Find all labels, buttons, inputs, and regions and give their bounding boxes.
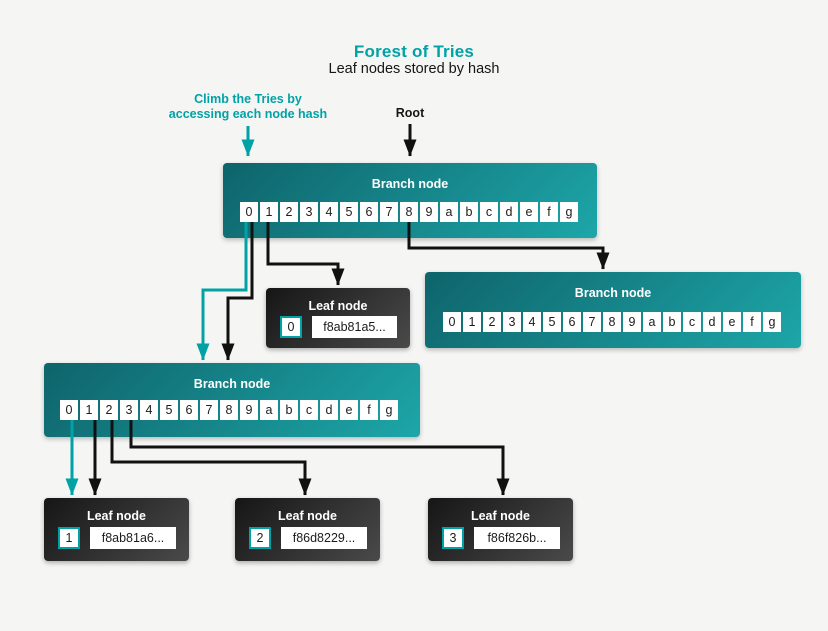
hex-digit-cell: c (480, 202, 498, 222)
hex-digit-cell: 7 (583, 312, 601, 332)
hex-digit-cell: 1 (80, 400, 98, 420)
hex-digit-cell: c (300, 400, 318, 420)
hex-digit-cell: 3 (300, 202, 318, 222)
root-annotation: Root (395, 106, 425, 120)
hex-digit-cell: 9 (623, 312, 641, 332)
hex-digit-cell: 0 (60, 400, 78, 420)
connector-rootcell0-to-left-branch (221, 222, 254, 361)
hex-digit-cell: 3 (120, 400, 138, 420)
leaf-content-row: 0 f8ab81a5... (280, 316, 397, 338)
hex-digit-cell: 9 (420, 202, 438, 222)
hex-digit-cell: 4 (320, 202, 338, 222)
leaf-index-cell: 2 (249, 527, 271, 549)
leaf-hash-value: f8ab81a6... (90, 527, 176, 549)
hex-digit-cell: 4 (140, 400, 158, 420)
diagram-subtitle: Leaf nodes stored by hash (328, 61, 500, 77)
leaf-index-cell: 0 (280, 316, 302, 338)
hex-digit-cell: 7 (200, 400, 218, 420)
branch-node-label: Branch node (574, 286, 652, 300)
hex-digit-cell: a (260, 400, 278, 420)
hex-digit-cell: 1 (463, 312, 481, 332)
hex-digit-cell: f (540, 202, 558, 222)
hex-digit-cell: d (703, 312, 721, 332)
hex-digit-cell: a (440, 202, 458, 222)
leaf-content-row: 3 f86f826b... (442, 527, 560, 549)
leaf-content-row: 2 f86d8229... (249, 527, 367, 549)
hex-digit-cell: c (683, 312, 701, 332)
leaf-node-label: Leaf node (308, 299, 368, 313)
hex-digit-cell: d (320, 400, 338, 420)
hex-digit-cell: b (280, 400, 298, 420)
hex-digit-cell: e (520, 202, 538, 222)
hex-digit-cell: f (360, 400, 378, 420)
hex-digit-cell: 2 (280, 202, 298, 222)
hex-digit-cell: f (743, 312, 761, 332)
hex-digit-cell: 2 (100, 400, 118, 420)
hex-digit-cell: 3 (503, 312, 521, 332)
hex-digit-cell: g (380, 400, 398, 420)
hex-digit-cell: 7 (380, 202, 398, 222)
diagram-title: Forest of Tries (353, 42, 475, 61)
connector-rootcell0-to-left-branch-teal (196, 222, 248, 361)
hex-digit-cell: g (763, 312, 781, 332)
climb-annotation: Climb the Tries by accessing each node h… (168, 92, 328, 121)
hex-digit-cell: 5 (543, 312, 561, 332)
hex-digit-cell: d (500, 202, 518, 222)
hex-digit-cell: b (663, 312, 681, 332)
leaf-node-0: Leaf node 0 f8ab81a5... (266, 288, 410, 348)
hex-digit-cell: e (340, 400, 358, 420)
hex-digit-cell: 6 (563, 312, 581, 332)
leaf-content-row: 1 f8ab81a6... (58, 527, 176, 549)
hex-digit-cell: 5 (340, 202, 358, 222)
leaf-hash-value: f8ab81a5... (312, 316, 397, 338)
hex-digit-cell: 8 (400, 202, 418, 222)
leaf-node-1: Leaf node 1 f8ab81a6... (44, 498, 189, 561)
hex-digit-cell: 6 (360, 202, 378, 222)
leaf-index-cell: 3 (442, 527, 464, 549)
branch-node-label: Branch node (371, 177, 449, 191)
hex-digit-cell: 5 (160, 400, 178, 420)
hex-digit-cell: 0 (240, 202, 258, 222)
leaf-node-label: Leaf node (470, 509, 531, 523)
leaf-node-2: Leaf node 2 f86d8229... (235, 498, 380, 561)
hex-digit-cell: 2 (483, 312, 501, 332)
hex-digit-cell: 9 (240, 400, 258, 420)
hex-digit-cell: 6 (180, 400, 198, 420)
hex-digit-cell: b (460, 202, 478, 222)
leaf-node-3: Leaf node 3 f86f826b... (428, 498, 573, 561)
hex-digit-cell: a (643, 312, 661, 332)
hex-digit-cell: 8 (220, 400, 238, 420)
hex-digit-cell: 1 (260, 202, 278, 222)
hex-digit-cell: g (560, 202, 578, 222)
leaf-hash-value: f86f826b... (474, 527, 560, 549)
leaf-hash-value: f86d8229... (281, 527, 367, 549)
hex-digit-cell: 8 (603, 312, 621, 332)
hex-digit-cell: e (723, 312, 741, 332)
leaf-node-label: Leaf node (86, 509, 147, 523)
hex-digit-cell: 4 (523, 312, 541, 332)
hex-digit-cell: 0 (443, 312, 461, 332)
branch-node-label: Branch node (193, 377, 271, 391)
leaf-index-cell: 1 (58, 527, 80, 549)
leaf-node-label: Leaf node (277, 509, 338, 523)
